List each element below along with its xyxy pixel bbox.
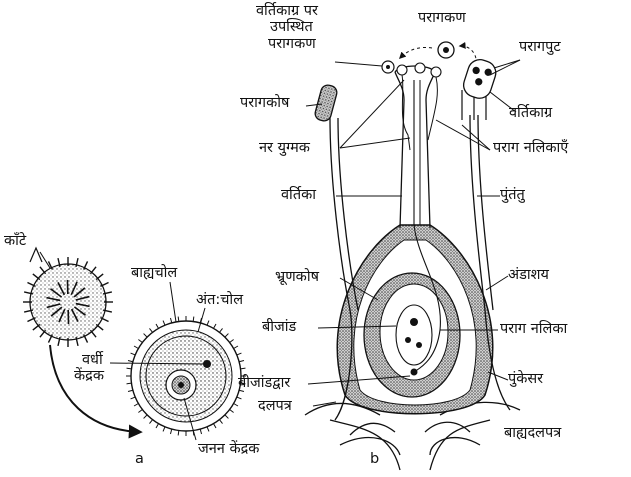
exine-tick: [234, 404, 238, 407]
exine-tick: [239, 360, 244, 361]
exine-tick: [237, 397, 242, 399]
exine-tick: [200, 429, 201, 434]
exine-tick: [156, 424, 159, 428]
exine-tick: [170, 429, 171, 434]
label-male-gametes: नर युग्मक: [259, 141, 310, 156]
exine-tick: [225, 415, 229, 419]
label-filament: पुंतंतु: [500, 188, 525, 203]
exine-tick: [149, 420, 152, 424]
exine-tick: [219, 328, 222, 332]
exine-tick: [214, 324, 217, 328]
exine-tick: [149, 328, 152, 332]
exine-tick: [193, 317, 194, 322]
label-stigma: वर्तिकाग्र: [509, 106, 552, 121]
label-stamen: पुंकेसर: [508, 372, 543, 387]
label-pollen-grain: परागकण: [418, 11, 466, 26]
exine-tick: [144, 415, 148, 419]
label-vegetative-nucleus-2: केंद्रक: [74, 369, 104, 384]
label-ovary: अंडाशय: [508, 268, 549, 283]
label-micropyle: बीजांडद्वार: [238, 376, 290, 391]
exine-tick: [230, 409, 234, 412]
label-generative-nucleus: जनन केंद्रक: [198, 442, 259, 457]
label-stigma-pollen-1: वर्तिकाग्र पर: [256, 4, 318, 19]
label-anther: परागकोष: [240, 96, 289, 111]
label-style: वर्तिका: [281, 188, 316, 203]
label-pollen-tubes: पराग नलिकाएँ: [493, 141, 568, 156]
exine-tick: [178, 317, 179, 322]
exine-tick: [131, 353, 136, 355]
label-pollen-sac: परागपुट: [519, 40, 561, 55]
exine-tick: [138, 339, 142, 342]
label-stigma-pollen-3: परागकण: [268, 37, 316, 52]
pollen-grain-spiny: [23, 248, 113, 347]
label-intine: अंत:चोल: [196, 293, 243, 308]
exine-tick: [178, 431, 179, 436]
label-exine: बाह्यचोल: [131, 266, 177, 281]
exine-tick: [144, 334, 148, 338]
exine-tick: [207, 321, 209, 326]
exine-tick: [237, 353, 242, 355]
label-spines: काँटे: [4, 234, 26, 249]
pollen-grain-section: [126, 316, 246, 436]
label-ovule: बीजांड: [262, 320, 296, 335]
exine-tick: [234, 346, 238, 349]
exine-tick: [230, 339, 234, 342]
panel-label-b: b: [370, 452, 379, 467]
label-petal: दलपत्र: [258, 399, 292, 414]
exine-tick: [156, 324, 159, 328]
label-stigma-pollen-2: उपस्थित: [270, 20, 313, 35]
exine-tick: [134, 346, 138, 349]
exine-tick: [214, 424, 217, 428]
exine-tick: [134, 404, 138, 407]
label-vegetative-nucleus-1: वर्धी: [82, 353, 103, 368]
exine-tick: [131, 397, 136, 399]
exine-tick: [219, 420, 222, 424]
label-embryo-sac: भ्रूणकोष: [275, 270, 319, 285]
exine-tick: [128, 390, 133, 391]
exine-tick: [128, 360, 133, 361]
exine-tick: [127, 383, 132, 384]
exine-tick: [241, 368, 246, 369]
exine-tick: [170, 318, 171, 323]
exine-tick: [127, 368, 132, 369]
exine-tick: [225, 334, 229, 338]
label-pollen-tube: पराग नलिका: [500, 322, 567, 337]
ovary: [337, 225, 493, 414]
exine-tick: [138, 409, 142, 412]
exine-tick: [163, 427, 165, 432]
stigma-pollen: [382, 61, 441, 150]
panel-label-a: a: [135, 452, 144, 467]
label-sepal: बाह्यदलपत्र: [504, 426, 561, 441]
exine-tick: [207, 427, 209, 432]
exine-tick: [163, 321, 165, 326]
